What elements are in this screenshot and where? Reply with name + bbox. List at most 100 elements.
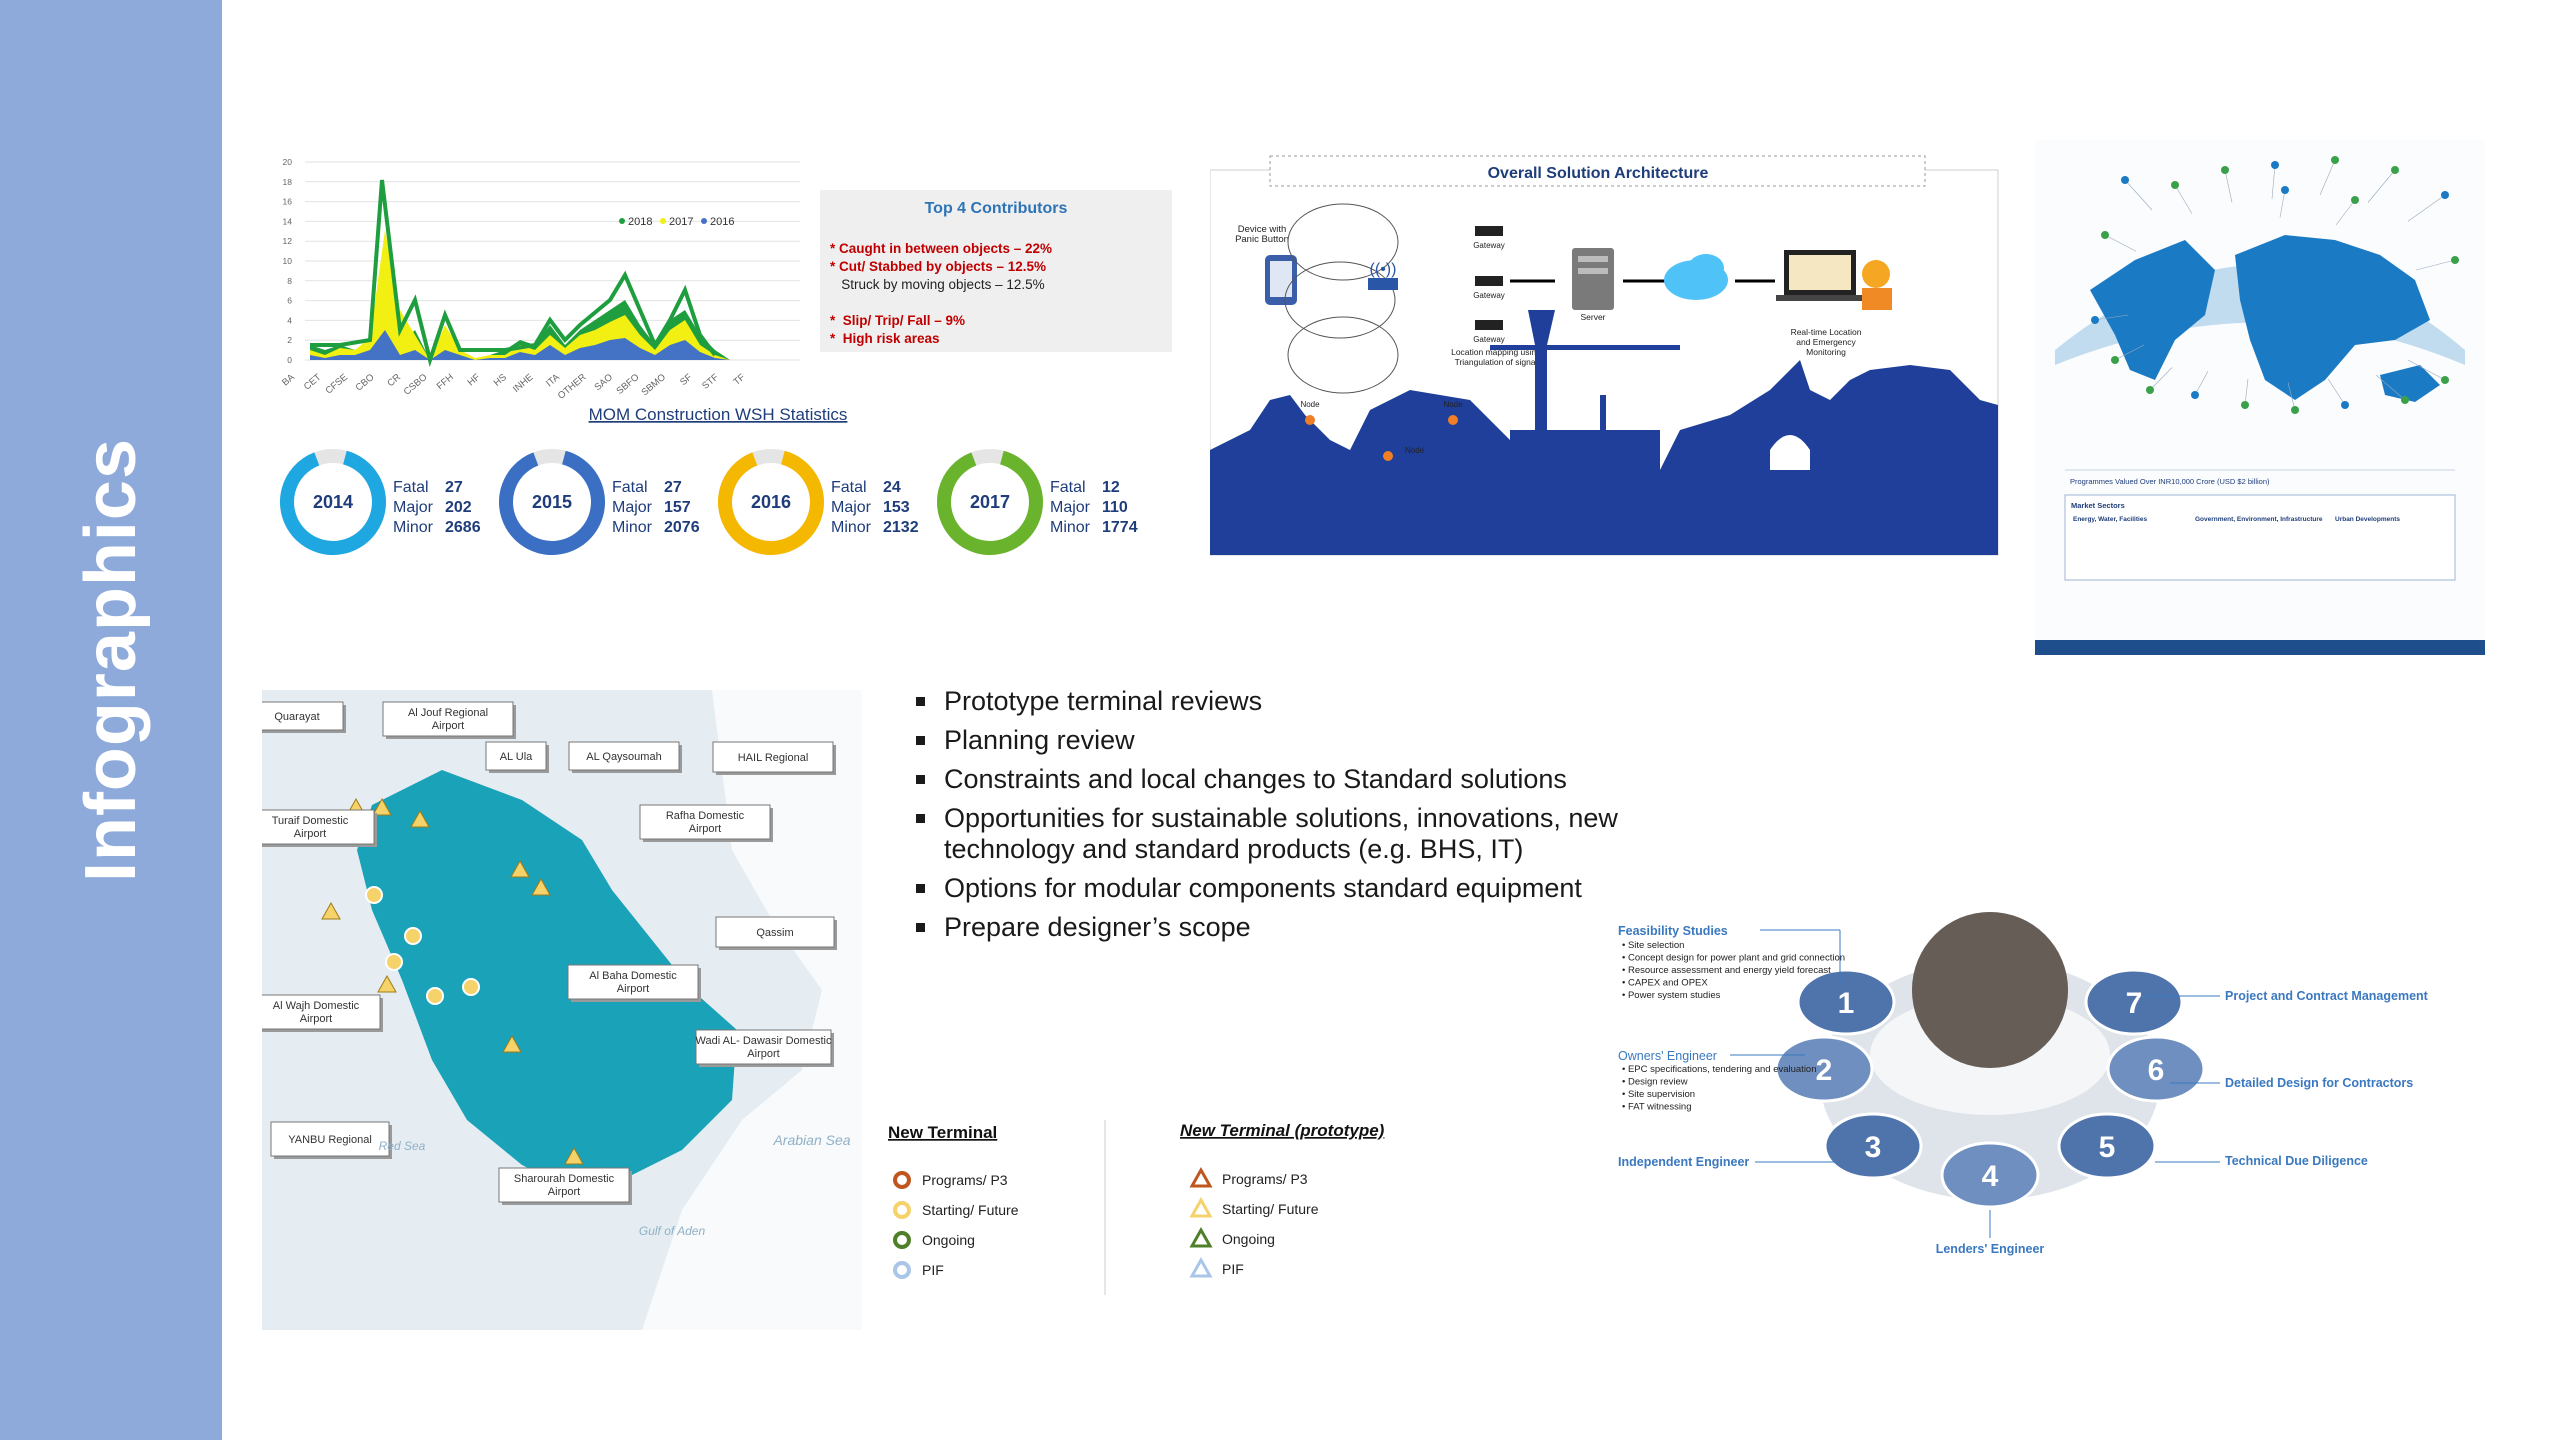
area-2017 <box>310 230 730 360</box>
contributor-5: * High risk areas <box>830 331 940 346</box>
stat-label: Fatal <box>1050 479 1086 496</box>
scene-pole <box>1600 395 1606 435</box>
pin-leader <box>2407 194 2446 222</box>
contributor-4: * Slip/ Trip/ Fall – 9% <box>830 313 965 328</box>
x-tick-label: SBMO <box>639 372 668 398</box>
y-tick-label: 10 <box>283 256 293 266</box>
wheel-segment-5 <box>2057 1112 2157 1180</box>
map-label-text: Al Baha Domestic <box>589 970 677 982</box>
project-pin <box>2351 196 2359 204</box>
stat-value: 153 <box>883 499 910 516</box>
legend-2016: 2016 <box>710 216 734 228</box>
service-bullet: • Power system studies <box>1622 990 1721 1001</box>
stat-label: Fatal <box>612 479 648 496</box>
node-pin-1 <box>1305 415 1315 425</box>
project-label: Project and Contract Management <box>2225 989 2429 1003</box>
legend-2017-dot <box>660 218 666 224</box>
wheel-segment-4 <box>1940 1141 2040 1209</box>
scene-building-1 <box>1510 430 1660 480</box>
map-label-text: Airport <box>747 1048 779 1060</box>
project-pin <box>2391 166 2399 174</box>
pin-leader <box>2094 314 2129 321</box>
map-label-text: Airport <box>548 1186 580 1198</box>
x-tick-label: INHE <box>511 372 535 395</box>
map-label-box <box>715 916 835 948</box>
legend-item-label: Programs/ P3 <box>1222 1171 1308 1187</box>
map-label-text: Qassim <box>756 927 793 939</box>
pin-leader <box>2174 184 2193 214</box>
legend-2017: 2017 <box>669 216 693 228</box>
bullet-6: Prepare designer’s scope <box>912 912 1672 943</box>
node-pin-3 <box>1448 415 1458 425</box>
sea-label-red: Red Sea <box>379 1139 426 1153</box>
pin-leader <box>2375 374 2406 401</box>
project-pin <box>2146 386 2154 394</box>
service-bullet: • CAPEX and OPEX <box>1622 978 1708 989</box>
stat-label: Major <box>612 499 653 516</box>
stat-value: 157 <box>664 499 691 516</box>
stat-label: Major <box>831 499 872 516</box>
stat-value: 110 <box>1102 499 1128 516</box>
y-tick-label: 0 <box>287 355 292 365</box>
laptop-base <box>1776 295 1864 301</box>
map-label-text: Al Jouf Regional <box>408 707 488 719</box>
scene-skyline <box>1660 360 1998 470</box>
node-pin-2 <box>1383 451 1393 461</box>
text-line: Panic Button <box>1235 234 1289 245</box>
donut-ring-2017 <box>937 449 1043 555</box>
crane-arm <box>1490 345 1680 350</box>
project-pin <box>2401 396 2409 404</box>
stat-label: Major <box>393 499 434 516</box>
scene-ground <box>1210 470 1998 555</box>
stat-label: Minor <box>1050 519 1091 536</box>
pin-leader <box>2335 199 2356 226</box>
node-label-1: Node <box>1300 400 1320 409</box>
map-label-text: Quarayat <box>274 711 319 723</box>
scope-bullet-list: Prototype terminal reviews Planning revi… <box>912 686 1672 951</box>
stat-value: 27 <box>445 479 463 496</box>
world-australia <box>2380 365 2440 402</box>
y-tick-label: 14 <box>283 216 293 226</box>
wheel-number-6: 6 <box>2148 1054 2165 1087</box>
node-device-icon <box>1368 278 1398 290</box>
legend-2018: 2018 <box>628 216 652 228</box>
pin-leader <box>2327 378 2346 406</box>
cloud-icon-top <box>1688 254 1724 282</box>
y-tick-label: 18 <box>283 177 293 187</box>
service-bullet: • Site supervision <box>1622 1089 1695 1100</box>
wheel-number-3: 3 <box>1865 1131 1882 1164</box>
contributor-2: * Cut/ Stabbed by objects – 12.5% <box>830 259 1046 274</box>
legend-triangle-icon <box>1189 1226 1213 1248</box>
donut-year-2017: 2017 <box>970 492 1010 512</box>
marker-prototype <box>410 809 430 828</box>
world-map-infographic: Programmes Valued Over INR10,000 Crore (… <box>2035 140 2485 655</box>
signal-circle-bottom <box>1287 316 1399 394</box>
map-label-box <box>262 809 375 845</box>
donut-ring-2014 <box>280 449 386 555</box>
wheel-segment-7 <box>2084 968 2184 1036</box>
solution-architecture-infographic: Overall Solution Architecture Device wit… <box>1210 155 1999 556</box>
project-pin <box>2441 191 2449 199</box>
legend-triangle-icon <box>1189 1256 1213 1278</box>
y-tick-label: 2 <box>287 335 292 345</box>
stat-label: Fatal <box>831 479 867 496</box>
gateway-icon-3 <box>1475 320 1503 330</box>
pin-leader <box>2271 164 2276 199</box>
wsh-title: MOM Construction WSH Statistics <box>589 405 848 424</box>
x-tick-label: HS <box>492 372 509 389</box>
legend-item-label: PIF <box>922 1262 944 1278</box>
legend-new-terminal: New Terminal <box>888 1123 997 1142</box>
legend-item-label: Starting/ Future <box>922 1202 1019 1218</box>
wheel-segment-1 <box>1796 968 1896 1036</box>
map-label-box <box>485 741 547 771</box>
saudi-territory <box>357 770 737 1190</box>
pin-leader <box>2244 378 2249 406</box>
map-label-box <box>712 741 834 773</box>
map-airport-markers <box>321 797 584 1165</box>
map-label-box <box>567 964 699 1000</box>
map-label-text: Airport <box>294 828 326 840</box>
